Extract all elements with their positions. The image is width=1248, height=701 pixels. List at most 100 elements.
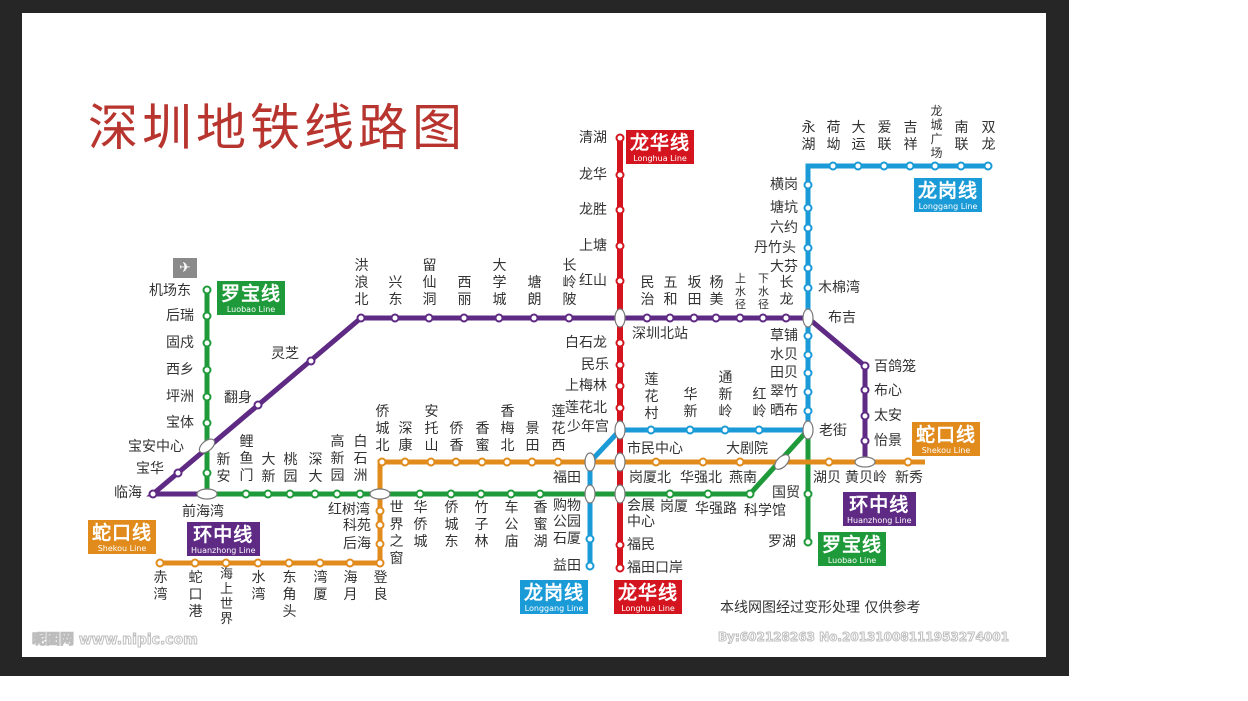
station-label: 上梅林 (565, 378, 607, 394)
station-label: 大运 (851, 120, 866, 153)
station-label: 大学城 (492, 258, 507, 308)
station-label: 百鸽笼 (874, 359, 916, 375)
station-label: 湖贝 (813, 470, 841, 486)
station-label: 机场东 (149, 283, 191, 299)
station-label: 民治 (640, 275, 655, 308)
station-label: 后瑞 (166, 308, 194, 324)
station-label: 莲花村 (644, 372, 659, 422)
station-label: 福田 (553, 470, 581, 486)
badge-en: Longgang Line (918, 202, 978, 211)
station-label: 坂田 (687, 275, 702, 308)
station-label: 长龙 (779, 275, 794, 308)
station-label: 科苑 (343, 518, 371, 534)
station-label: 世界之窗 (389, 500, 404, 567)
station-label: 红山 (579, 273, 607, 289)
station-label: 爱联 (877, 120, 892, 153)
station-label: 石厦 (553, 531, 581, 547)
station-label: 安托山 (424, 404, 439, 454)
station-label: 新安 (216, 452, 231, 485)
station-label: 留仙洞 (422, 258, 437, 308)
badge-en: Huanzhong Line (191, 546, 256, 555)
station-label: 益田 (553, 558, 581, 574)
station-label: 华强路 (695, 501, 737, 517)
station-label: 田贝 (770, 365, 798, 381)
station-label: 上塘 (579, 238, 607, 254)
station-label: 红树湾 (328, 502, 370, 518)
station-label: 福民 (627, 537, 655, 553)
badge-en: Longhua Line (621, 604, 675, 613)
station-label: 罗湖 (768, 534, 796, 550)
station-label: 购物公园 (553, 498, 581, 530)
huanzhong-line (146, 315, 868, 497)
station-label: 太安 (874, 408, 902, 424)
station-label: 深康 (398, 421, 413, 454)
station-label: 永湖 (801, 120, 816, 153)
station-label: 湾厦 (313, 570, 328, 603)
station-label: 车公庙 (504, 500, 519, 550)
station-label: 长岭陂 (562, 258, 577, 308)
station-label: 塘朗 (527, 275, 542, 308)
station-label: 塘坑 (770, 200, 798, 216)
station-label: 少年宫 (567, 419, 609, 435)
station-label: 华侨城 (413, 500, 428, 550)
badge-zh: 龙岗线 (524, 582, 585, 604)
badge-zh: 蛇口线 (916, 424, 977, 446)
badge-zh: 龙岗线 (918, 180, 979, 202)
station-label: 福田口岸 (627, 560, 683, 576)
station-label: 大新 (261, 452, 276, 485)
badge-en: Luobao Line (827, 556, 877, 565)
station-label: 晒布 (770, 403, 798, 419)
station-label: 国贸 (772, 485, 800, 501)
station-label: 翻身 (224, 390, 252, 406)
station-label: 新秀 (895, 470, 923, 486)
station-label: 会展中心 (627, 498, 655, 530)
station-label: 前海湾 (182, 504, 224, 520)
station-label: 固戍 (166, 335, 194, 351)
station-label: 香梅北 (500, 404, 515, 454)
station-label: 荷坳 (826, 120, 841, 153)
station-label: 杨美 (709, 275, 724, 308)
station-label: 龙华 (579, 167, 607, 183)
station-label: 宝安中心 (128, 439, 184, 455)
station-label: 后海 (343, 536, 371, 552)
station-label: 市民中心 (627, 441, 683, 457)
station-label: 桃园 (283, 452, 298, 485)
station-label: 香蜜 (475, 421, 490, 454)
station-label: 燕南 (729, 470, 757, 486)
station-label: 科学馆 (744, 503, 786, 519)
station-label: 木棉湾 (818, 280, 860, 296)
station-label: 白石龙 (565, 335, 607, 351)
badge-zh: 环中线 (849, 494, 910, 516)
station-label: 深大 (308, 452, 323, 485)
station-label: 西乡 (166, 362, 194, 378)
station-label: 坪洲 (166, 389, 194, 405)
station-label: 怡景 (874, 433, 902, 449)
station-label: 灵芝 (271, 346, 299, 362)
station-label: 莲花西 (551, 404, 566, 454)
station-label: 龙胜 (579, 202, 607, 218)
station-label: 侨城北 (375, 404, 390, 454)
badge-zh: 罗宝线 (221, 283, 282, 305)
station-label: 丹竹头 (754, 240, 796, 256)
station-label: 华强北 (680, 470, 722, 486)
station-label: 海上世界 (219, 567, 233, 627)
station-label: 鲤鱼门 (239, 434, 254, 484)
badge-zh: 罗宝线 (822, 534, 883, 556)
station-label: 东角头 (282, 570, 297, 620)
badge-en: Shekou Line (921, 446, 971, 455)
station-label: 竹子林 (474, 500, 489, 550)
station-label: 横岗 (770, 177, 798, 193)
station-label: 老街 (819, 423, 847, 439)
station-label: 南联 (954, 120, 969, 153)
station-label: 大剧院 (726, 441, 768, 457)
station-label: 布吉 (828, 310, 856, 326)
badge-en: Huanzhong Line (847, 516, 912, 525)
station-label: 黄贝岭 (845, 470, 887, 486)
